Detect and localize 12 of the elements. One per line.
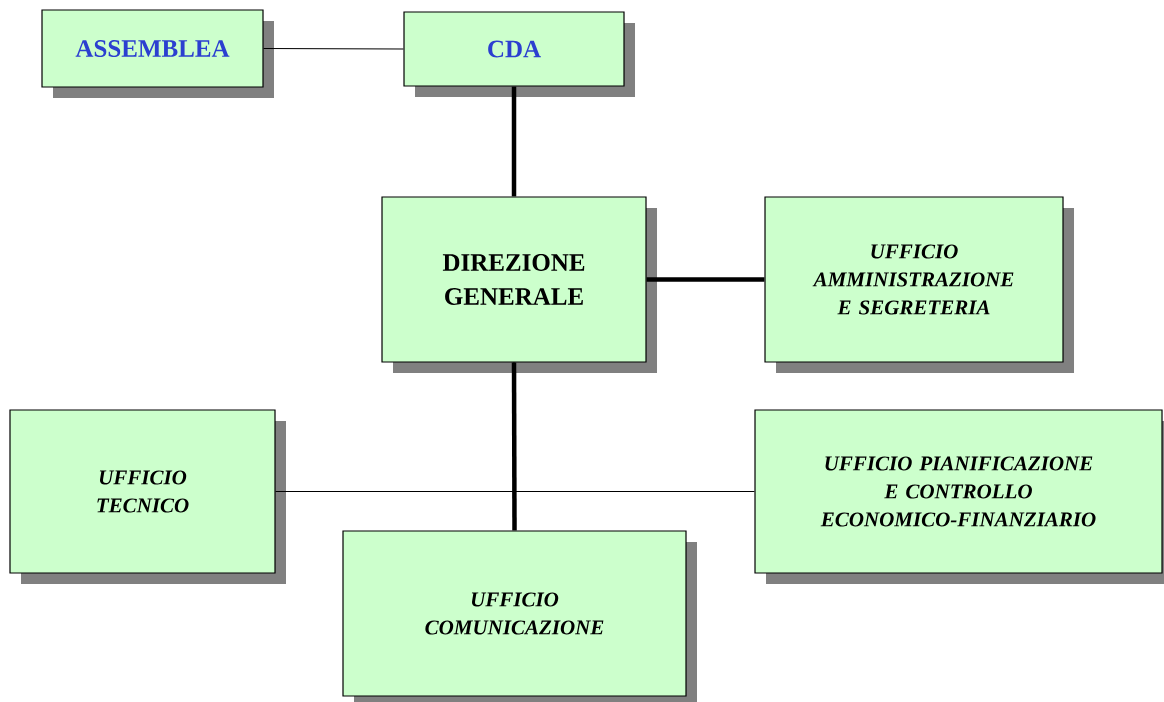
org-box: UFFICIO COMUNICAZIONE (342, 530, 697, 702)
connector-line (263, 48, 404, 50)
org-box: UFFICIO AMMINISTRAZIONE E SEGRETERIA (764, 196, 1074, 373)
org-box: ASSEMBLEA (41, 9, 274, 98)
org-box: CDA (403, 11, 635, 97)
org-box: DIREZIONE GENERALE (381, 196, 657, 373)
org-box: UFFICIO TECNICO (9, 409, 286, 584)
connector-line (511, 86, 517, 197)
connector-line (513, 362, 755, 492)
org-box: UFFICIO PIANIFICAZIONE E CONTROLLO ECONOMICO-FINANZIARIO (754, 409, 1164, 584)
connector-line (646, 277, 765, 282)
connector-line (511, 362, 517, 531)
